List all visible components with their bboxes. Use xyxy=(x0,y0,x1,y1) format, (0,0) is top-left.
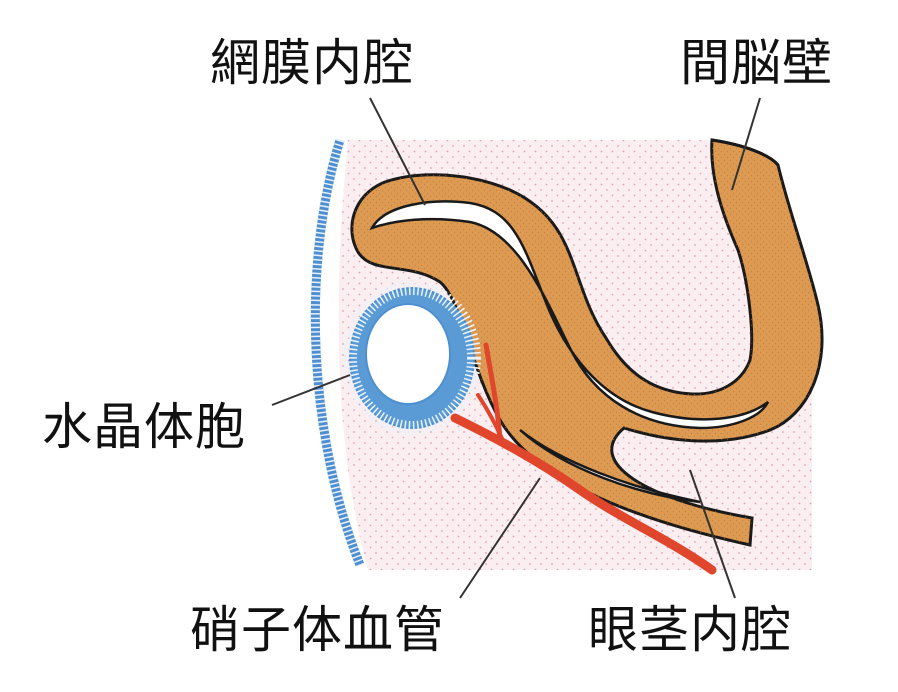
surface-ectoderm xyxy=(310,138,365,567)
leader-lines xyxy=(271,97,761,599)
label-diencephalon-wall: 間脳壁 xyxy=(680,34,833,92)
leader-optic-stalk-lumen xyxy=(689,469,736,599)
label-optic-stalk-lumen: 眼茎内腔 xyxy=(588,601,792,659)
label-hyaloid-vessel: 硝子体血管 xyxy=(190,601,445,659)
lens-vesicle xyxy=(343,281,481,435)
diencephalon-wall xyxy=(711,138,780,167)
leader-diencephalon-wall xyxy=(731,97,761,191)
optic-cup-wall xyxy=(350,138,824,547)
leader-hyaloid-vessel xyxy=(459,477,541,599)
retinal-cavity xyxy=(369,200,770,430)
hyaloid-vessel xyxy=(450,342,717,575)
leader-lens-vesicle xyxy=(271,374,351,406)
leader-retinal-cavity xyxy=(369,97,426,206)
optic-stalk-lumen-slit xyxy=(519,429,701,504)
label-lens-vesicle: 水晶体胞 xyxy=(42,398,246,456)
label-retinal-cavity: 網膜内腔 xyxy=(210,34,414,92)
